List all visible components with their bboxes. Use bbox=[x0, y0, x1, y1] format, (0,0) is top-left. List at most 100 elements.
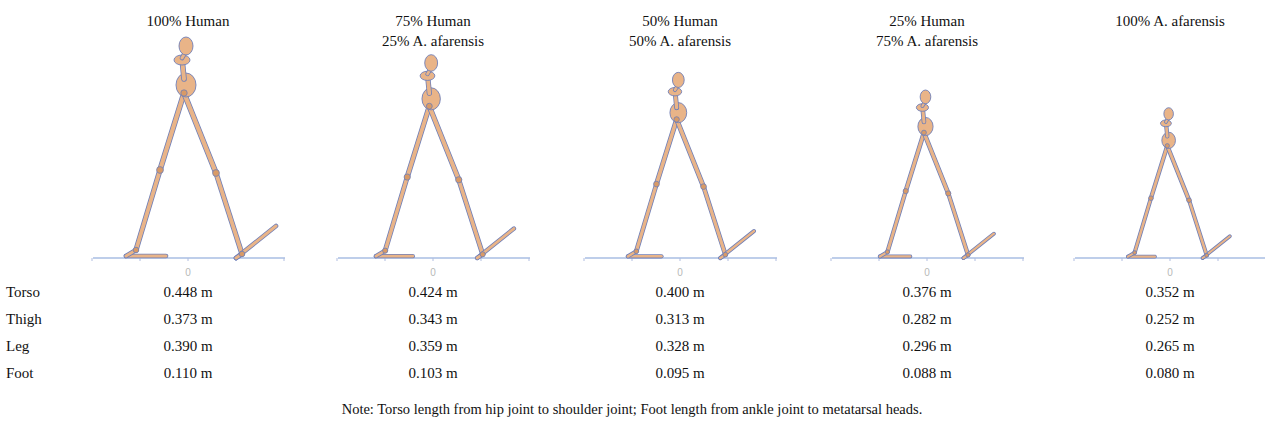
axis-tick-label: 0 bbox=[430, 264, 436, 282]
axis-tick bbox=[188, 258, 189, 261]
axis-tick bbox=[337, 258, 338, 261]
row-header: Foot bbox=[6, 364, 34, 382]
thigh-bone bbox=[906, 133, 924, 192]
joint bbox=[480, 252, 485, 257]
table-cell: 0.352 m bbox=[1145, 283, 1194, 301]
thigh-bone bbox=[160, 93, 184, 170]
leg-bone bbox=[887, 191, 905, 252]
thigh-bone bbox=[1167, 146, 1189, 200]
axis-tick bbox=[975, 258, 976, 261]
leg-bone bbox=[136, 170, 160, 250]
joint bbox=[966, 253, 970, 257]
row-header: Torso bbox=[6, 283, 40, 301]
joint bbox=[181, 90, 187, 96]
axis-tick bbox=[385, 258, 386, 261]
table-cell: 0.103 m bbox=[408, 364, 457, 382]
column-title: 25% Human bbox=[889, 12, 964, 30]
axis-tick bbox=[481, 258, 482, 261]
axis-tick-label: 0 bbox=[1167, 264, 1173, 282]
joint bbox=[1187, 198, 1192, 203]
joint bbox=[674, 117, 679, 122]
column-title: 50% Human bbox=[642, 12, 717, 30]
leg-bone bbox=[1135, 198, 1151, 252]
table-cell: 0.328 m bbox=[655, 337, 704, 355]
foot-bones bbox=[963, 234, 993, 258]
thigh-bone bbox=[160, 93, 184, 170]
axis-tick-label: 0 bbox=[185, 264, 191, 282]
thigh-bone bbox=[184, 93, 216, 173]
table-cell: 0.400 m bbox=[655, 283, 704, 301]
foot-bones bbox=[1203, 236, 1230, 258]
footnote: Note: Torso length from hip joint to sho… bbox=[342, 400, 923, 418]
joint bbox=[239, 251, 245, 257]
axis-tick-label: 0 bbox=[924, 264, 930, 282]
leg-bone bbox=[704, 187, 726, 255]
leg-bone bbox=[887, 191, 905, 252]
leg-bone bbox=[636, 184, 656, 251]
axis-tick bbox=[680, 258, 681, 261]
axis-tick bbox=[776, 258, 777, 261]
foot-bones bbox=[477, 229, 514, 258]
leg-bone bbox=[948, 193, 968, 255]
row-header: Thigh bbox=[6, 310, 42, 328]
thigh-bone bbox=[677, 119, 704, 186]
column-subtitle: 50% A. afarensis bbox=[629, 32, 731, 50]
skull bbox=[1164, 108, 1174, 120]
leg-bone bbox=[216, 173, 242, 254]
joint bbox=[634, 249, 639, 254]
thigh-bone bbox=[924, 133, 948, 194]
leg-bone bbox=[385, 177, 407, 251]
foot-bones bbox=[477, 229, 514, 258]
leg-bone bbox=[1189, 200, 1207, 255]
table-cell: 0.390 m bbox=[163, 337, 212, 355]
axis-tick bbox=[1074, 258, 1075, 261]
table-cell: 0.359 m bbox=[408, 337, 457, 355]
leg-bone bbox=[216, 173, 242, 254]
skull bbox=[920, 90, 931, 104]
table-cell: 0.095 m bbox=[655, 364, 704, 382]
skull bbox=[425, 55, 438, 72]
table-cell: 0.343 m bbox=[408, 310, 457, 328]
axis-tick bbox=[1122, 258, 1123, 261]
joint bbox=[922, 130, 927, 135]
joint bbox=[213, 170, 220, 177]
axis-tick bbox=[584, 258, 585, 261]
thigh-bone bbox=[429, 106, 458, 180]
joint bbox=[946, 191, 951, 196]
joint bbox=[885, 250, 889, 254]
column-title: 75% Human bbox=[395, 12, 470, 30]
joint bbox=[701, 184, 707, 190]
axis-tick bbox=[927, 258, 928, 261]
thigh-bone bbox=[1151, 146, 1167, 198]
column-title: 100% A. afarensis bbox=[1115, 12, 1225, 30]
table-cell: 0.296 m bbox=[902, 337, 951, 355]
skull bbox=[179, 37, 193, 55]
axis-tick bbox=[879, 258, 880, 261]
table-cell: 0.110 m bbox=[164, 364, 213, 382]
leg-bone bbox=[1189, 200, 1207, 255]
leg-bone bbox=[704, 187, 726, 255]
skull bbox=[672, 72, 684, 87]
joint bbox=[456, 177, 462, 183]
row-header: Leg bbox=[6, 337, 29, 355]
foot-bones bbox=[236, 226, 276, 258]
foot-bones bbox=[1203, 236, 1230, 258]
foot-bones bbox=[720, 231, 754, 258]
leg-bone bbox=[948, 193, 968, 255]
leg-bone bbox=[1135, 198, 1151, 252]
leg-bone bbox=[385, 177, 407, 251]
thigh-bone bbox=[677, 119, 704, 186]
axis-tick bbox=[1170, 258, 1171, 261]
table-cell: 0.282 m bbox=[902, 310, 951, 328]
thigh-bone bbox=[906, 133, 924, 192]
joint bbox=[404, 174, 410, 180]
thigh-bone bbox=[1151, 146, 1167, 198]
thigh-bone bbox=[407, 106, 429, 177]
ground-line bbox=[585, 257, 777, 258]
table-cell: 0.265 m bbox=[1145, 337, 1194, 355]
foot-bones bbox=[720, 231, 754, 258]
axis-tick bbox=[92, 258, 93, 261]
foot-bones bbox=[236, 226, 276, 258]
axis-tick bbox=[529, 258, 530, 261]
foot-bones bbox=[963, 234, 993, 258]
